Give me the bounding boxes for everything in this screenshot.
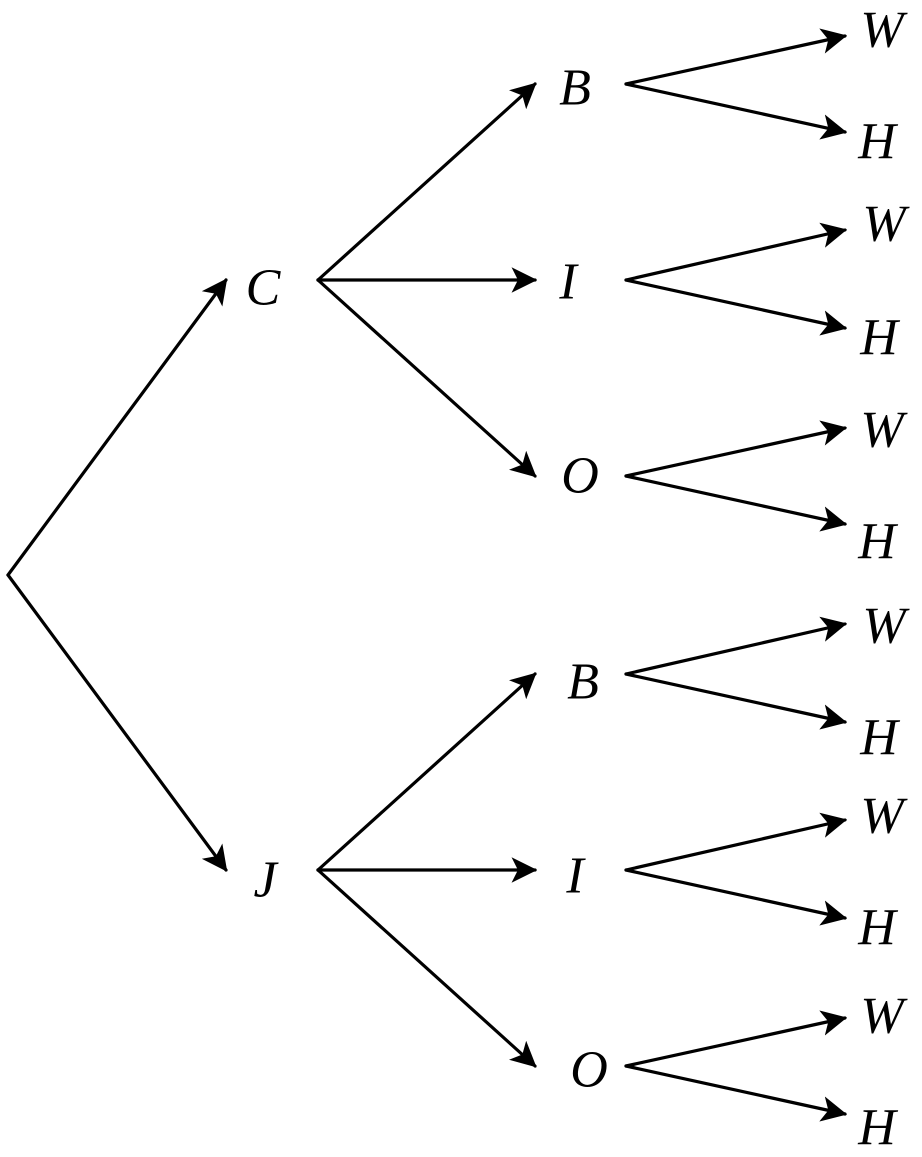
node-j-i-h: H <box>857 900 898 957</box>
node-c-b-h: H <box>857 114 898 171</box>
node-j-b-h: H <box>859 710 900 767</box>
edge-c-b <box>316 82 537 282</box>
node-c-i-w: W <box>862 196 910 253</box>
node-c-b-w: W <box>860 2 908 59</box>
edge-j-o <box>316 868 537 1068</box>
node-j-o: O <box>570 1042 608 1099</box>
edge-j-i-h <box>624 868 848 926</box>
edge-j-b-w <box>624 616 848 676</box>
node-j-i-w: W <box>860 788 908 845</box>
node-j-b: B <box>567 654 599 711</box>
node-c: C <box>246 260 282 317</box>
edge-c-i-h <box>624 278 848 336</box>
node-c-o-w: W <box>860 402 908 459</box>
node-j-b-w: W <box>862 598 910 655</box>
node-c-i-h: H <box>859 310 900 367</box>
edge-c-i-w <box>624 222 848 282</box>
nodes: C J B I O B I O W H W H W H W H W H W H <box>246 2 911 1157</box>
node-c-o-h: H <box>857 514 898 571</box>
edge-root-c <box>6 278 228 577</box>
edge-j-o-w <box>624 1010 848 1068</box>
edge-j-b <box>316 672 537 872</box>
edge-c-o <box>316 278 537 478</box>
edge-c-b-h <box>624 82 848 140</box>
node-j: J <box>253 852 279 909</box>
edge-root-j <box>6 573 228 872</box>
edge-j-b-h <box>624 672 848 730</box>
edge-j-i-w <box>624 812 848 872</box>
edge-j-o-h <box>624 1064 848 1122</box>
edges <box>6 28 848 1122</box>
node-j-o-w: W <box>860 988 908 1045</box>
edge-c-b-w <box>624 28 848 86</box>
node-j-i: I <box>565 848 586 905</box>
node-c-b: B <box>559 60 591 117</box>
node-c-o: O <box>561 448 599 505</box>
edge-c-o-w <box>624 420 848 478</box>
edge-c-o-h <box>624 474 848 532</box>
node-c-i: I <box>558 254 579 311</box>
node-j-o-h: H <box>857 1100 898 1157</box>
